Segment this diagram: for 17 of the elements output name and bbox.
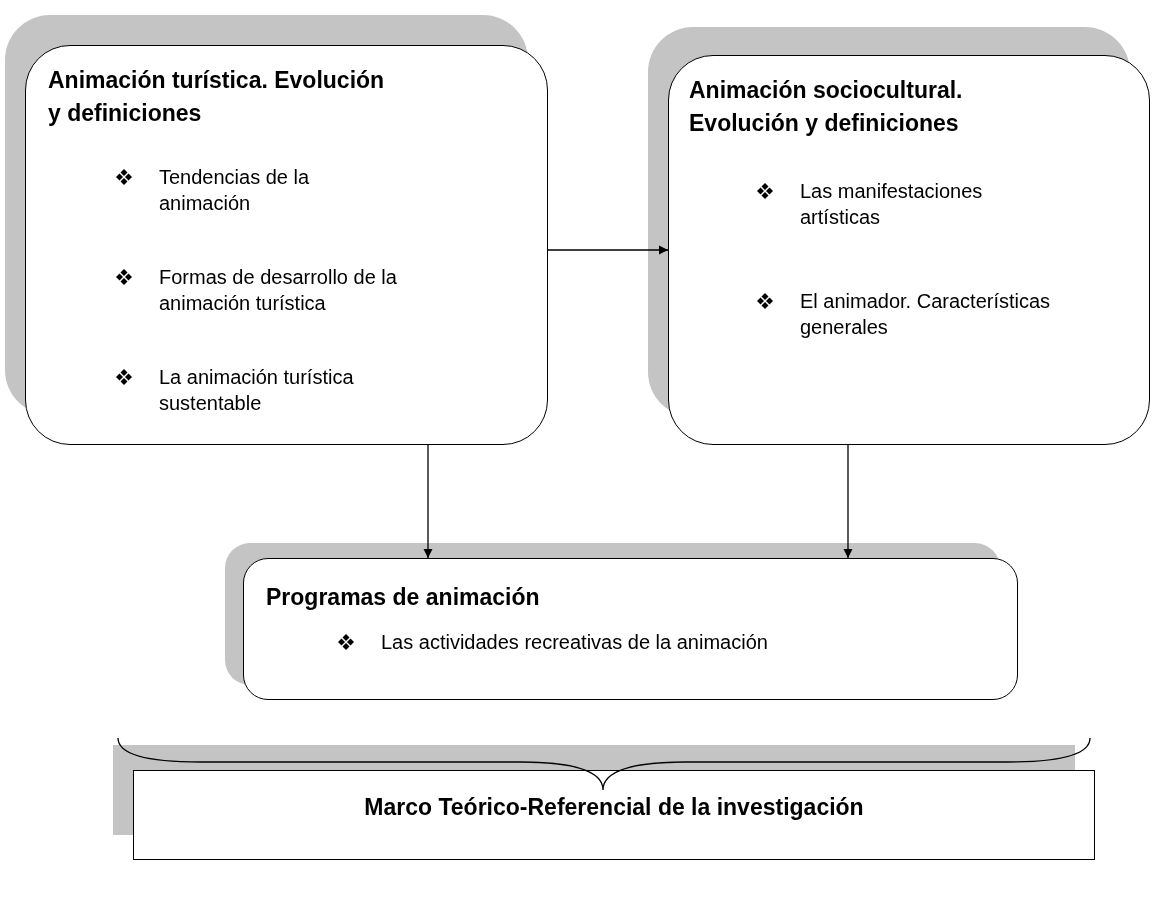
bullet-text: Formas de desarrollo de la animación turística bbox=[159, 266, 397, 314]
heading: Programas de animación bbox=[266, 583, 541, 612]
rounded-box bbox=[668, 55, 1150, 445]
bullet-text: Las actividades recreativas de la animación bbox=[381, 631, 768, 653]
arrow bbox=[423, 444, 433, 559]
rounded-box bbox=[243, 558, 1018, 700]
arrow bbox=[843, 444, 853, 559]
bullet-text: El animador. Características generales bbox=[800, 290, 1051, 338]
bullet-text: La animación turística sustentable bbox=[159, 366, 354, 414]
bullet-text: Las manifestaciones artísticas bbox=[800, 180, 983, 228]
heading: Marco Teórico-Referencial de la investigación bbox=[363, 793, 865, 822]
heading: Animación turística. Evolución y definiciones bbox=[48, 66, 386, 129]
arrow bbox=[547, 245, 669, 255]
rounded-box bbox=[133, 770, 1095, 860]
rounded-box bbox=[25, 45, 548, 445]
heading: Animación sociocultural. Evolución y definiciones bbox=[689, 76, 964, 139]
bullet-text: Tendencias de la animación bbox=[159, 166, 310, 214]
